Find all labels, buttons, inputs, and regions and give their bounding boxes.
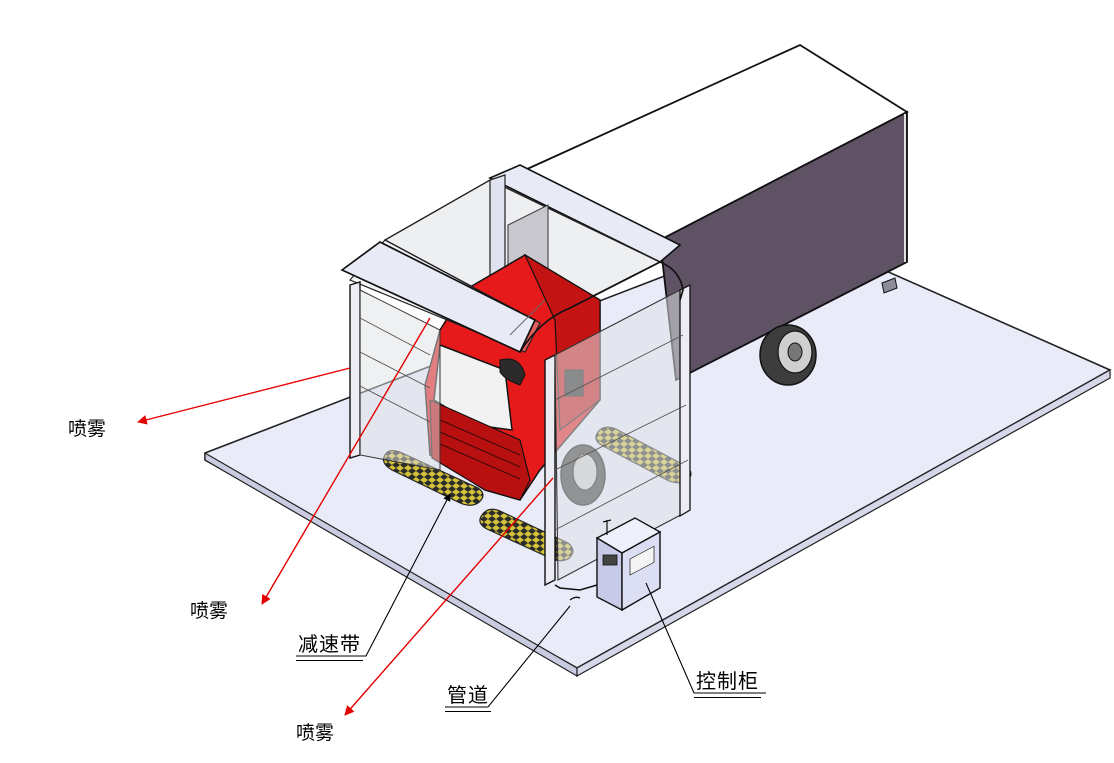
label-pipe: 管道 <box>445 679 491 712</box>
label-spray-1: 喷雾 <box>68 418 107 440</box>
label-control-cabinet: 控制柜 <box>694 665 761 698</box>
rear-wheel <box>759 324 817 386</box>
spray-arrow-3 <box>344 477 554 716</box>
pipe <box>554 584 598 601</box>
label-spray-3: 喷雾 <box>296 722 335 744</box>
control-cabinet <box>595 517 662 612</box>
leader-lines <box>296 493 766 708</box>
spray-arrow-1 <box>137 367 351 425</box>
leader-control-cabinet <box>645 582 766 694</box>
truck-cargo-box <box>522 43 909 382</box>
leader-speed-bump <box>296 493 451 657</box>
leader-pipe <box>445 605 571 708</box>
spray-arrow-2 <box>261 317 431 605</box>
label-speed-bump: 减速带 <box>296 628 363 661</box>
label-spray-2: 喷雾 <box>190 600 229 622</box>
spray-arrows <box>137 317 554 716</box>
